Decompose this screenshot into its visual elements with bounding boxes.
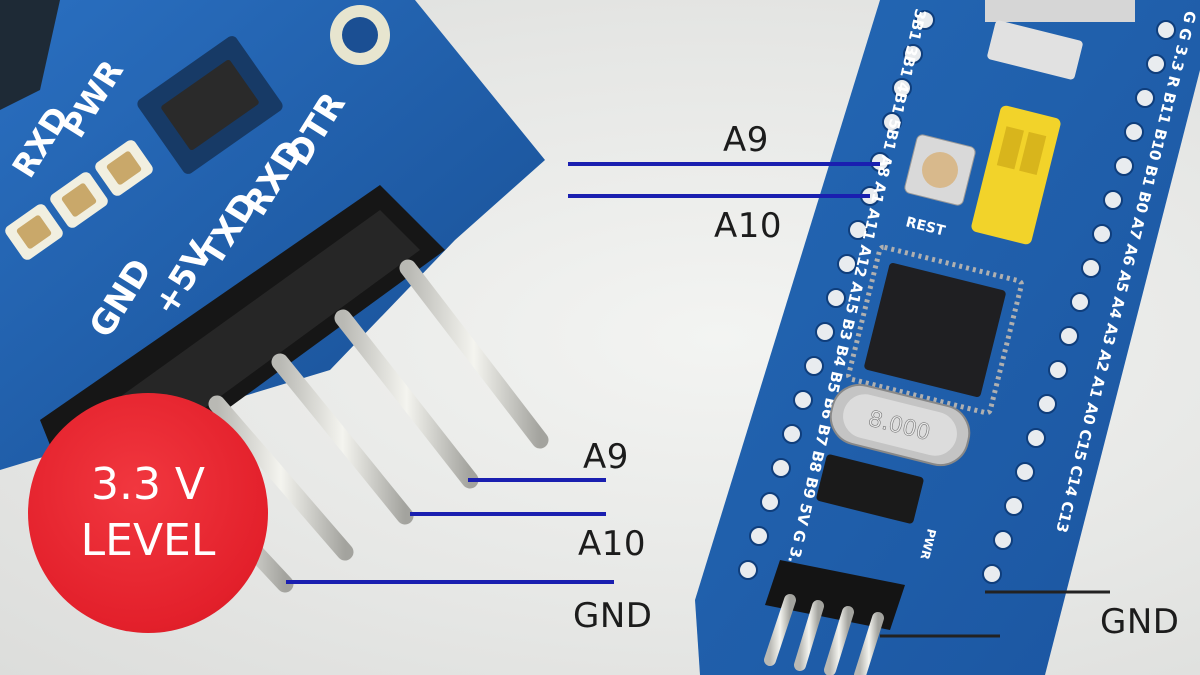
label-adapter-a10: A10 — [578, 524, 647, 564]
voltage-level-badge: 3.3 V LEVEL — [28, 393, 268, 633]
label-board-a9: A9 — [723, 120, 769, 160]
usb-connector — [0, 0, 60, 110]
stm32-board: 3B1 3B1 4B1 5B1 A8 A1 A11 A12 A15 B3 B4 … — [695, 0, 1200, 675]
reset-button — [904, 134, 976, 206]
gnd-wires — [880, 590, 1110, 638]
bottom-header — [765, 560, 905, 630]
label-adapter-gnd: GND — [573, 596, 653, 636]
boot-jumpers — [971, 105, 1061, 245]
rtc-crystal — [816, 454, 924, 524]
badge-voltage: 3.3 V — [90, 459, 206, 510]
wires — [286, 162, 880, 584]
status-leds — [5, 140, 153, 260]
badge-level: LEVEL — [80, 515, 216, 566]
top-connector — [985, 0, 1135, 22]
left-pin-holes — [738, 10, 935, 580]
label-board-a10: A10 — [714, 206, 783, 246]
label-board-gnd: GND — [1100, 602, 1180, 642]
label-adapter-a9: A9 — [583, 437, 629, 477]
right-pin-holes — [982, 20, 1176, 584]
mcu-chip — [846, 244, 1024, 416]
crystal: 8.000 — [829, 383, 971, 467]
